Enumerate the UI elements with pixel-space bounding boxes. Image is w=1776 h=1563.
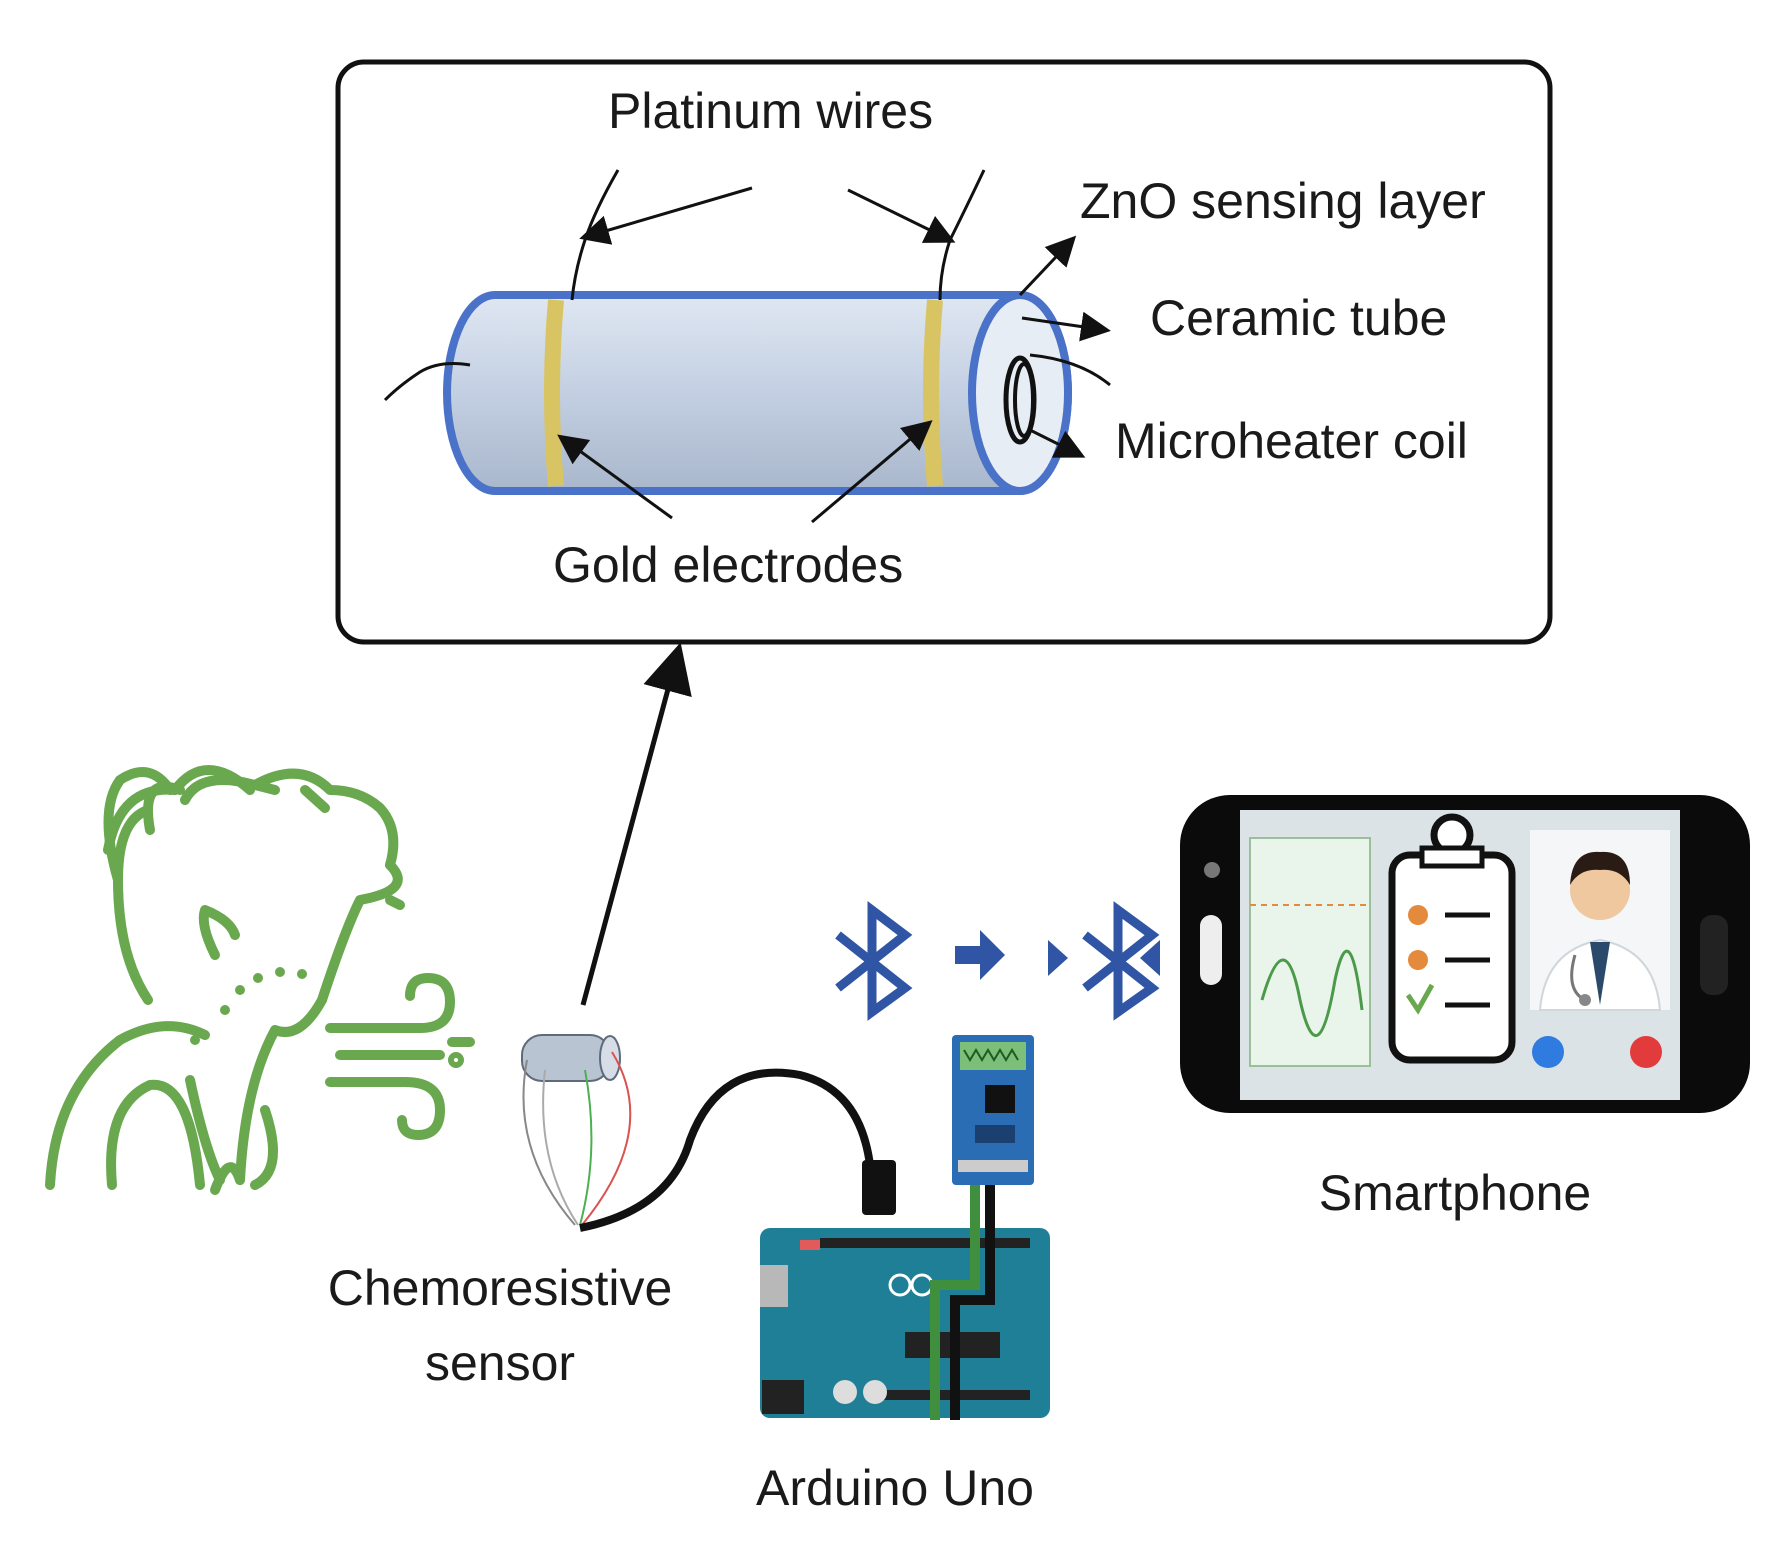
bluetooth-receive-icon <box>1048 901 1160 1021</box>
call-decline-icon <box>1630 1036 1662 1068</box>
transmit-arrow-icon <box>955 930 1005 980</box>
label-zno-layer: ZnO sensing layer <box>1080 173 1486 229</box>
label-sensor-line2: sensor <box>425 1335 575 1391</box>
usb-plug <box>862 1160 896 1215</box>
clipboard-icon <box>1388 813 1516 1064</box>
zoom-arrow <box>580 642 692 1006</box>
breath-swirl-icon <box>325 972 475 1141</box>
smartphone-device <box>1180 795 1750 1113</box>
chemoresistive-sensor-image <box>521 1034 632 1226</box>
label-smartphone: Smartphone <box>1319 1165 1591 1221</box>
usb-cable <box>579 1068 874 1232</box>
label-gold-electrodes: Gold electrodes <box>553 537 903 593</box>
bluetooth-icon <box>835 900 913 1021</box>
leader-arrows <box>557 186 1111 524</box>
doctor-avatar-icon <box>1530 830 1670 1011</box>
arduino-uno-board <box>760 1228 1050 1418</box>
call-accept-icon <box>1532 1036 1564 1068</box>
person-breathing-icon <box>45 765 405 1195</box>
label-platinum-wires: Platinum wires <box>608 83 933 139</box>
breath-dots <box>190 967 307 1045</box>
label-arduino: Arduino Uno <box>756 1460 1034 1516</box>
jumper-wires <box>930 1185 995 1420</box>
label-sensor-line1: Chemoresistive <box>328 1260 673 1316</box>
label-microheater-coil: Microheater coil <box>1115 413 1468 469</box>
label-ceramic-tube: Ceramic tube <box>1150 290 1447 346</box>
bluetooth-module-hc05 <box>952 1035 1034 1185</box>
